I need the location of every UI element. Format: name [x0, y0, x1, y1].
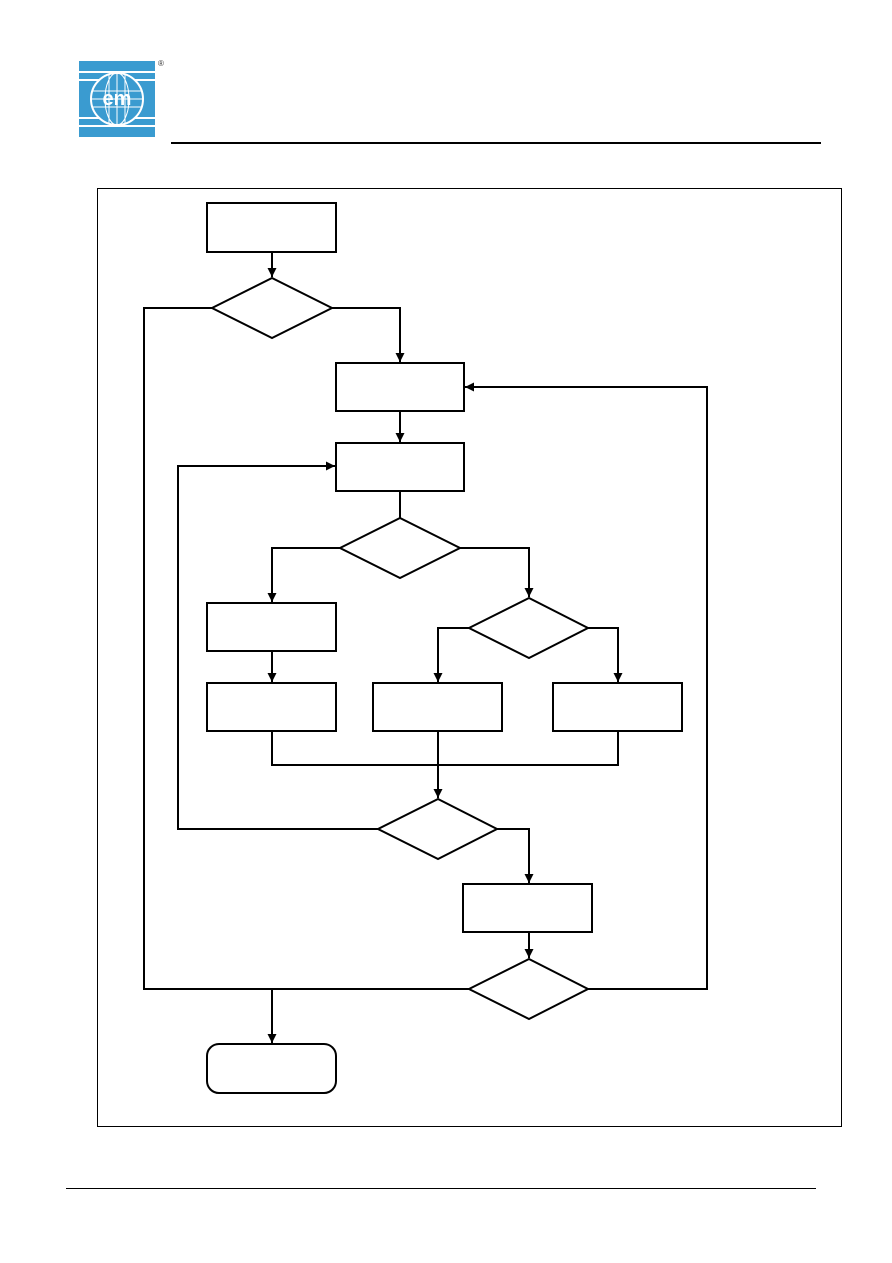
process-6-box: [552, 682, 683, 732]
process-5-box: [372, 682, 503, 732]
process-7-box: [462, 883, 593, 933]
process-3-box: [206, 602, 337, 652]
decision-4-diamond: [375, 797, 500, 861]
process-1-box: [335, 362, 465, 412]
decision-2-diamond: [337, 516, 463, 580]
decision-1-diamond: [209, 276, 335, 340]
process-4-box: [206, 682, 337, 732]
flowchart-frame: [97, 188, 842, 1127]
decision-5-diamond: [466, 957, 591, 1021]
company-logo-icon: em: [79, 61, 155, 137]
end-terminal: [206, 1043, 337, 1094]
process-2-box: [335, 442, 465, 492]
connector-decision1-bypass: [143, 307, 212, 990]
connector-decision3-process5: [433, 627, 469, 682]
connector-decision4-process7: [497, 828, 534, 883]
connector-decision4-loop: [177, 461, 378, 830]
header-divider: [171, 142, 821, 144]
decision-3-diamond: [466, 596, 591, 660]
connector-decision5-loop: [465, 382, 708, 990]
footer-divider: [66, 1188, 816, 1189]
connector-decision2-decision3: [460, 547, 534, 597]
connector-decision3-process6: [588, 627, 623, 682]
connector-decision2-process3: [267, 547, 340, 602]
connector-process4-merge: [271, 731, 619, 766]
start-box: [206, 202, 337, 253]
connector-decision1-process1: [332, 307, 405, 362]
logo-text: em: [103, 88, 132, 110]
registered-trademark: ®: [158, 59, 164, 68]
